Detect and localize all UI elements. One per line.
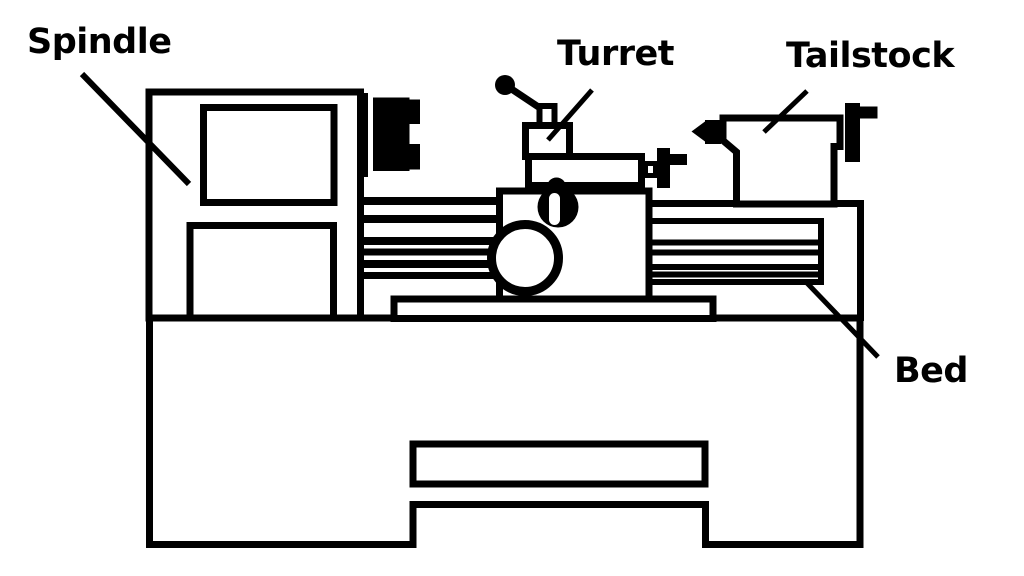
bed-label: Bed xyxy=(894,351,968,391)
machine-base xyxy=(146,295,864,548)
headstock xyxy=(145,88,420,322)
tailstock-leader-line xyxy=(762,89,809,134)
chuck-body xyxy=(373,97,410,171)
feed-handle-bar xyxy=(657,148,670,188)
carriage-handwheel xyxy=(487,220,563,296)
chuck-jaw-bottom xyxy=(409,144,420,170)
carriage xyxy=(487,75,687,303)
base-door-panel xyxy=(409,440,709,488)
tailstock-handwheel-arm xyxy=(860,106,878,119)
headstock-upper-window xyxy=(200,104,338,206)
spindle-label: Spindle xyxy=(27,22,172,62)
turret-block xyxy=(522,122,573,160)
tailstock-quill xyxy=(705,120,721,144)
feed-handle-link xyxy=(643,161,658,178)
leader-lines xyxy=(79,71,880,359)
feed-handle-arm xyxy=(670,154,687,165)
tailstock-handwheel-bar xyxy=(845,103,860,162)
tailstock-body xyxy=(719,114,844,208)
chuck-jaw-top xyxy=(409,99,420,124)
carriage-knob-slot xyxy=(549,193,560,225)
tailstock xyxy=(691,103,878,208)
turret-label: Turret xyxy=(557,34,674,74)
bed-leader-line xyxy=(805,281,880,359)
cross-slide xyxy=(525,153,645,189)
tailstock-center-point xyxy=(691,121,705,142)
turret-lever-ball xyxy=(495,75,515,95)
tailstock-label: Tailstock xyxy=(786,36,955,76)
spindle-leader-line xyxy=(79,71,192,187)
turret-leader-line xyxy=(546,88,594,142)
base-cabinet xyxy=(146,314,864,548)
headstock-lower-window xyxy=(186,222,337,322)
spindle-flange xyxy=(360,93,368,177)
